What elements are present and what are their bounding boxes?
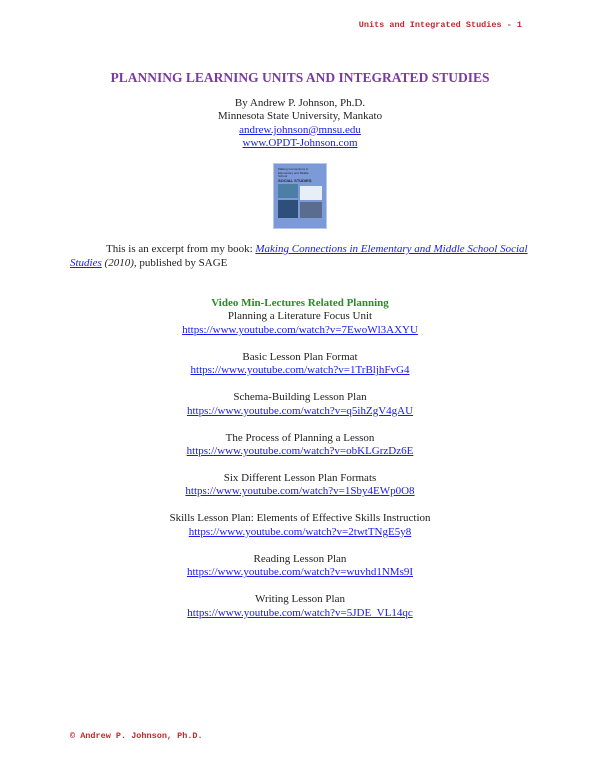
page-title: PLANNING LEARNING UNITS AND INTEGRATED S…	[110, 70, 490, 85]
book-year: (2010)	[101, 257, 134, 269]
video-section-heading: Video Min-Lectures Related Planning	[211, 297, 389, 309]
video-list: Video Min-Lectures Related Planning Plan…	[0, 297, 600, 634]
byline: By Andrew P. Johnson, Ph.D.	[234, 97, 366, 109]
intro-prefix: This is an excerpt from my book:	[106, 243, 256, 255]
video-title: Basic Lesson Plan Format	[242, 350, 358, 363]
video-link[interactable]: https://www.youtube.com/watch?v=1Sby4EWp…	[185, 485, 415, 498]
video-title: Six Different Lesson Plan Formats	[223, 472, 377, 485]
video-link[interactable]: https://www.youtube.com/watch?v=q5ihZgV4…	[186, 404, 414, 417]
video-title: The Process of Planning a Lesson	[225, 431, 375, 444]
intro-suffix: , published by SAGE	[133, 257, 228, 269]
video-item: Skills Lesson Plan: Elements of Effectiv…	[0, 512, 600, 539]
video-link[interactable]: https://www.youtube.com/watch?v=5JDE_VL1…	[187, 606, 413, 619]
video-link[interactable]: https://www.youtube.com/watch?v=7EwoWl3A…	[182, 323, 418, 336]
video-link[interactable]: https://www.youtube.com/watch?v=wuvhd1NM…	[186, 566, 414, 579]
book-cover-image: Making Connections in Elementary and Mid…	[273, 163, 327, 229]
affiliation: Minnesota State University, Mankato	[217, 110, 383, 123]
video-link[interactable]: https://www.youtube.com/watch?v=2twtTNgE…	[188, 525, 412, 538]
book-title-link[interactable]: Making Connections in Elementary and Mid…	[70, 243, 528, 269]
video-link[interactable]: https://www.youtube.com/watch?v=obKLGrzD…	[186, 445, 414, 458]
email-link[interactable]: andrew.johnson@mnsu.edu	[239, 123, 361, 136]
video-title: Writing Lesson Plan	[255, 593, 345, 606]
video-title: Schema-Building Lesson Plan	[233, 391, 367, 404]
copyright-footer: © Andrew P. Johnson, Ph.D.	[70, 731, 203, 741]
video-title: Reading Lesson Plan	[253, 552, 347, 565]
video-title: Planning a Literature Focus Unit	[227, 310, 373, 323]
video-title: Skills Lesson Plan: Elements of Effectiv…	[169, 512, 431, 525]
website-link[interactable]: www.OPDT-Johnson.com	[242, 137, 358, 150]
video-link[interactable]: https://www.youtube.com/watch?v=1TrBljhF…	[190, 364, 410, 377]
running-header: Units and Integrated Studies - 1	[358, 20, 522, 30]
author-block: By Andrew P. Johnson, Ph.D. Minnesota St…	[0, 97, 600, 151]
intro-paragraph: This is an excerpt from my book: Making …	[70, 242, 530, 270]
